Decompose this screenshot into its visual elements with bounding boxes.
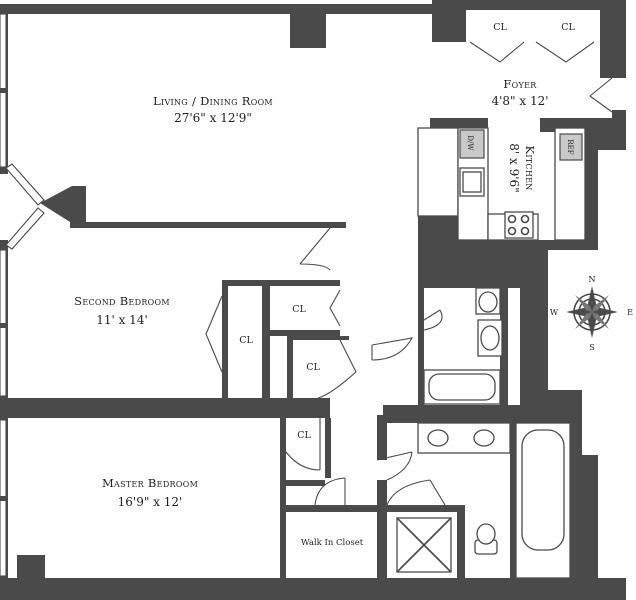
- doors: [205, 41, 613, 506]
- compass-rose: N S W E: [550, 275, 633, 352]
- compass-n: N: [589, 275, 596, 284]
- second-bedroom-name: Second Bedroom: [74, 294, 170, 308]
- hall-closet-upper-label: CL: [292, 304, 306, 315]
- kitchen-name: Kitchen: [523, 145, 537, 190]
- kitchen-fixtures: [417, 127, 586, 241]
- second-bedroom-dim: 11' x 14': [96, 313, 148, 327]
- refrigerator-appliance: [559, 133, 583, 161]
- compass-e: E: [627, 308, 633, 317]
- foyer-closet-right-label: CL: [561, 22, 575, 33]
- foyer-dim: 4'8" x 12': [491, 94, 548, 108]
- bath-upper-fixtures: [423, 287, 503, 405]
- master-closet-label: CL: [297, 430, 311, 441]
- master-bedroom-name: Master Bedroom: [102, 476, 198, 490]
- dishwasher-label: D/W: [466, 135, 474, 151]
- windows: [0, 13, 45, 577]
- compass-s: S: [589, 343, 594, 352]
- second-bedroom-closet-label: CL: [239, 335, 253, 346]
- foyer-name: Foyer: [503, 77, 537, 91]
- bath-master-fixtures: [396, 422, 571, 579]
- room-labels: Living / Dining Room 27'6" x 12'9" Foyer…: [74, 22, 575, 548]
- refrigerator-label: REF: [566, 139, 574, 154]
- compass-w: W: [550, 308, 559, 317]
- dishwasher-appliance: [459, 129, 485, 159]
- foyer-closet-left-label: CL: [493, 22, 507, 33]
- kitchen-dim: 8' x 9'6": [507, 143, 521, 192]
- living-room-dim: 27'6" x 12'9": [174, 111, 252, 125]
- living-room-name: Living / Dining Room: [153, 94, 273, 108]
- master-bedroom-dim: 16'9" x 12': [118, 495, 183, 509]
- hall-closet-lower-label: CL: [306, 362, 320, 373]
- walk-in-closet-name: Walk In Closet: [301, 538, 364, 548]
